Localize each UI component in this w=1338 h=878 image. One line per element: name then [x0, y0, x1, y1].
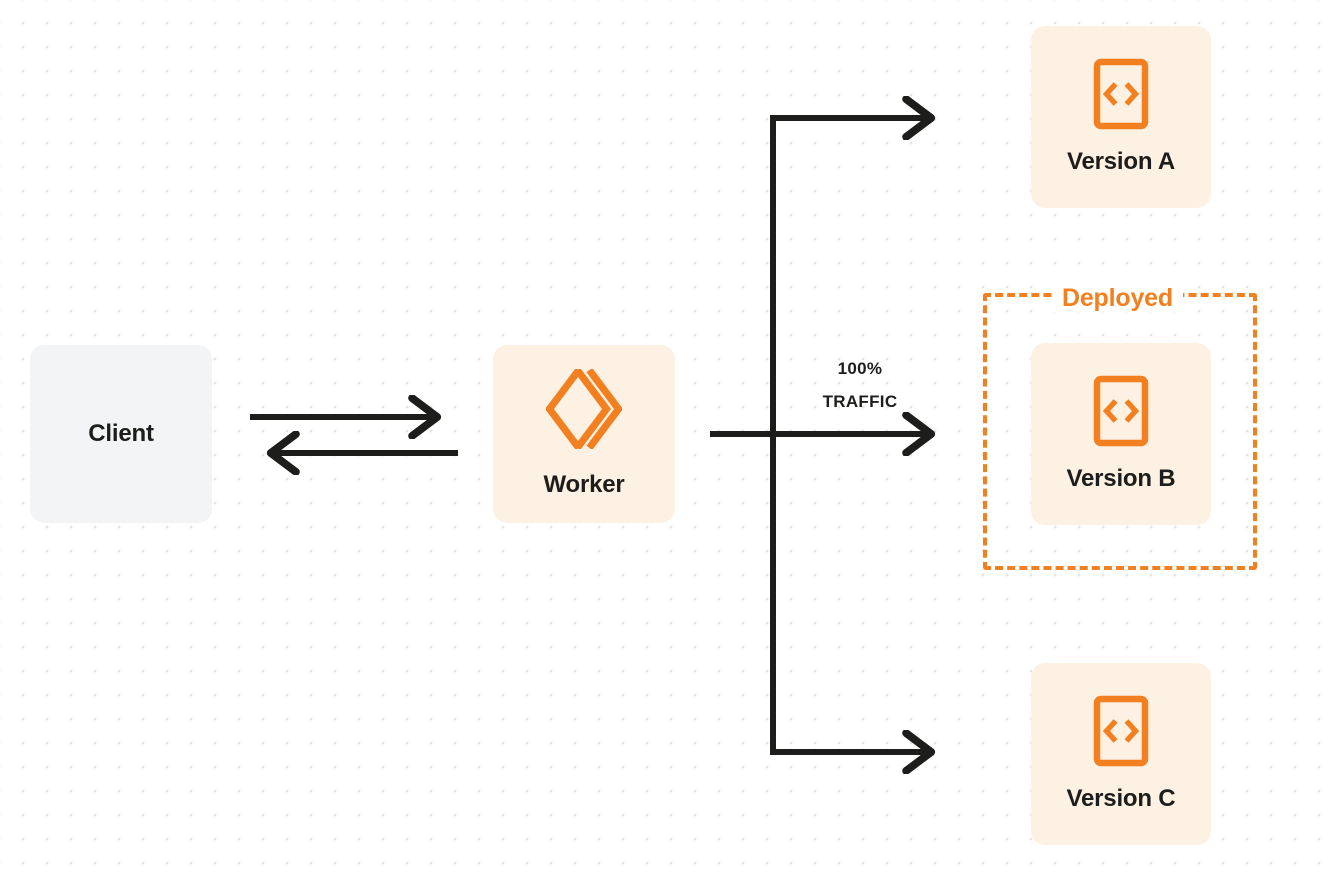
- code-document-icon: [1093, 375, 1149, 447]
- code-document-icon: [1093, 695, 1149, 767]
- node-version-a-label: Version A: [1066, 148, 1176, 175]
- deployed-group-label: Deployed: [1052, 284, 1183, 312]
- node-version-c-label: Version C: [1066, 785, 1176, 812]
- node-version-c[interactable]: Version C: [1031, 663, 1211, 845]
- cloudflare-workers-logo-icon: [546, 369, 622, 449]
- node-version-b[interactable]: Version B: [1031, 343, 1211, 525]
- traffic-annotation: 100% TRAFFIC: [795, 352, 925, 418]
- traffic-percent: 100%: [837, 359, 883, 378]
- node-client-label: Client: [88, 420, 154, 447]
- node-version-a[interactable]: Version A: [1031, 26, 1211, 208]
- traffic-target: TRAFFIC: [822, 392, 898, 411]
- node-worker[interactable]: Worker: [493, 345, 675, 523]
- node-worker-label: Worker: [543, 471, 625, 498]
- code-document-icon: [1093, 58, 1149, 130]
- node-client[interactable]: Client: [30, 345, 212, 523]
- node-version-b-label: Version B: [1066, 465, 1176, 492]
